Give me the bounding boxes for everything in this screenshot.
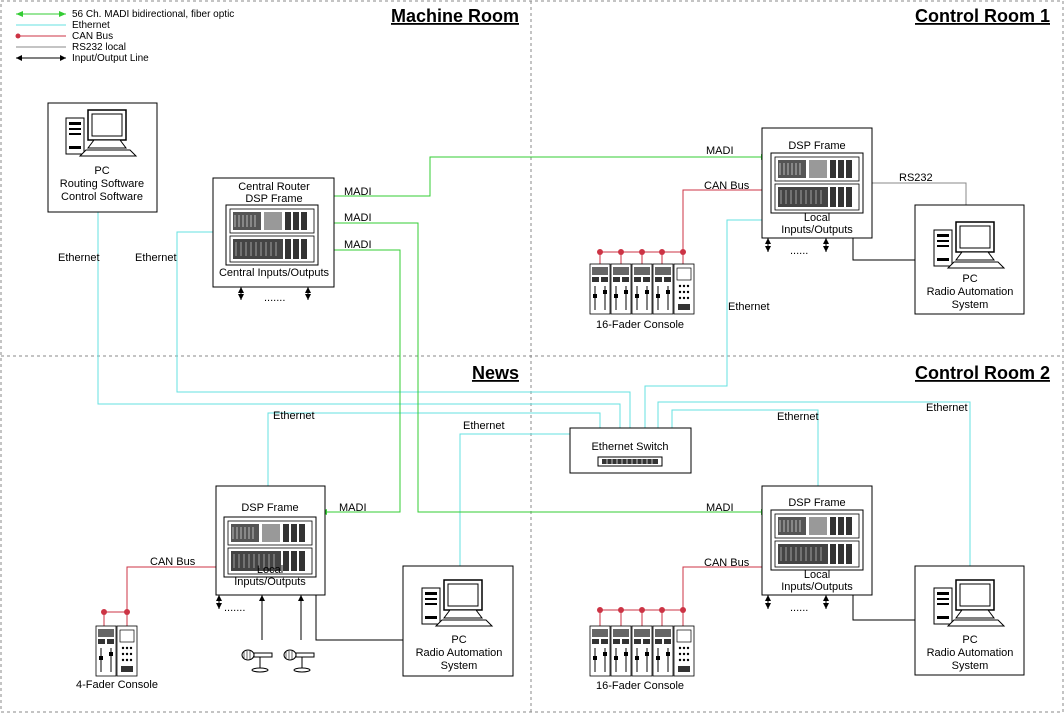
news-dsp-frame: DSP Frame Local Inputs/Outputs [215, 485, 326, 596]
ethernet-switch: Ethernet Switch [569, 427, 692, 474]
routing-pc: PC Routing Software Control Software [47, 102, 158, 213]
cr2-pc-line1: Radio Automation [927, 647, 1014, 659]
cr2-local-line1: Local [804, 569, 830, 581]
cr2-can-label: CAN Bus [704, 557, 750, 569]
news-console-label: 4-Fader Console [76, 679, 158, 691]
cr2-madi-label: MADI [706, 502, 734, 514]
cr2-dsp-title: DSP Frame [788, 497, 845, 509]
news-ethernet-label-1: Ethernet [273, 410, 315, 422]
news-microphones [241, 649, 315, 673]
madi-lines [308, 154, 768, 515]
madi-label-1: MADI [344, 186, 372, 198]
microphone-icon [283, 649, 315, 673]
news-ethernet-label-2: Ethernet [463, 420, 505, 432]
central-router: Central Router DSP Frame Central Inputs/… [212, 177, 335, 288]
madi-label-3: MADI [344, 239, 372, 251]
cr1-pc-title: PC [962, 273, 977, 285]
news-automation-pc: PC Radio Automation System [402, 565, 514, 677]
news-pc-title: PC [451, 634, 466, 646]
cr1-automation-pc: PC Radio Automation System [914, 204, 1025, 315]
cr2-ethernet-label-1: Ethernet [777, 411, 819, 423]
microphone-icon [241, 649, 273, 673]
control-room-2-title: Control Room 2 [915, 363, 1050, 383]
cr1-ethernet-label: Ethernet [728, 301, 770, 313]
cr2-local-line2: Inputs/Outputs [781, 581, 853, 593]
cr1-local-line2: Inputs/Outputs [781, 224, 853, 236]
news-dsp-title: DSP Frame [241, 502, 298, 514]
cr1-console-label: 16-Fader Console [596, 319, 684, 331]
cr2-pc-line2: System [952, 660, 989, 672]
legend-madi: 56 Ch. MADI bidirectional, fiber optic [72, 9, 234, 20]
cr2-automation-pc: PC Radio Automation System [914, 565, 1025, 676]
control-room-1-title: Control Room 1 [915, 6, 1050, 26]
news-local-line2: Inputs/Outputs [234, 576, 306, 588]
cr1-madi-label: MADI [706, 145, 734, 157]
cr1-dsp-frame: DSP Frame Local Inputs/Outputs [761, 127, 873, 239]
io-lines [315, 238, 915, 641]
news-title: News [472, 363, 519, 383]
central-router-line2: DSP Frame [245, 193, 302, 205]
central-router-line1: Central Router [238, 181, 310, 193]
legend: 56 Ch. MADI bidirectional, fiber optic E… [15, 9, 234, 64]
cr1-pc-line2: System [952, 299, 989, 311]
legend-io: Input/Output Line [72, 53, 149, 64]
ethernet-switch-label: Ethernet Switch [591, 441, 668, 453]
routing-pc-line2: Control Software [61, 191, 143, 203]
cr1-rs232-label: RS232 [899, 172, 933, 184]
cr2-ethernet-label-2: Ethernet [926, 402, 968, 414]
legend-ethernet: Ethernet [72, 20, 110, 31]
news-console [95, 625, 138, 677]
routing-pc-line1: Routing Software [60, 178, 144, 190]
cr1-local-line1: Local [804, 212, 830, 224]
cr1-pc-line1: Radio Automation [927, 286, 1014, 298]
cr1-can-label: CAN Bus [704, 180, 750, 192]
cr2-console-label: 16-Fader Console [596, 680, 684, 692]
cr2-dsp-frame: DSP Frame Local Inputs/Outputs [761, 485, 873, 596]
cr2-pc-title: PC [962, 634, 977, 646]
cr1-console [589, 263, 695, 315]
news-pc-line2: System [441, 660, 478, 672]
can-lines [104, 189, 772, 613]
news-local-line1: Local [257, 564, 283, 576]
central-router-dots: ....... [264, 292, 285, 304]
legend-can: CAN Bus [72, 31, 113, 42]
madi-label-2: MADI [344, 212, 372, 224]
cr2-console [589, 625, 695, 677]
central-router-io: Central Inputs/Outputs [219, 267, 330, 279]
io-arrows [216, 238, 829, 640]
machine-ethernet-right: Ethernet [135, 252, 177, 264]
machine-room-title: Machine Room [391, 6, 519, 26]
cr2-dots: ...... [790, 602, 808, 614]
machine-ethernet-left: Ethernet [58, 252, 100, 264]
routing-pc-title: PC [94, 165, 109, 177]
news-pc-line1: Radio Automation [416, 647, 503, 659]
rs232-lines [872, 182, 967, 205]
cr1-dots: ...... [790, 245, 808, 257]
news-dots: ....... [224, 602, 245, 614]
legend-rs232: RS232 local [72, 42, 126, 53]
can-drops [103, 252, 684, 626]
news-madi-label: MADI [339, 502, 367, 514]
news-can-label: CAN Bus [150, 556, 196, 568]
cr1-dsp-title: DSP Frame [788, 140, 845, 152]
